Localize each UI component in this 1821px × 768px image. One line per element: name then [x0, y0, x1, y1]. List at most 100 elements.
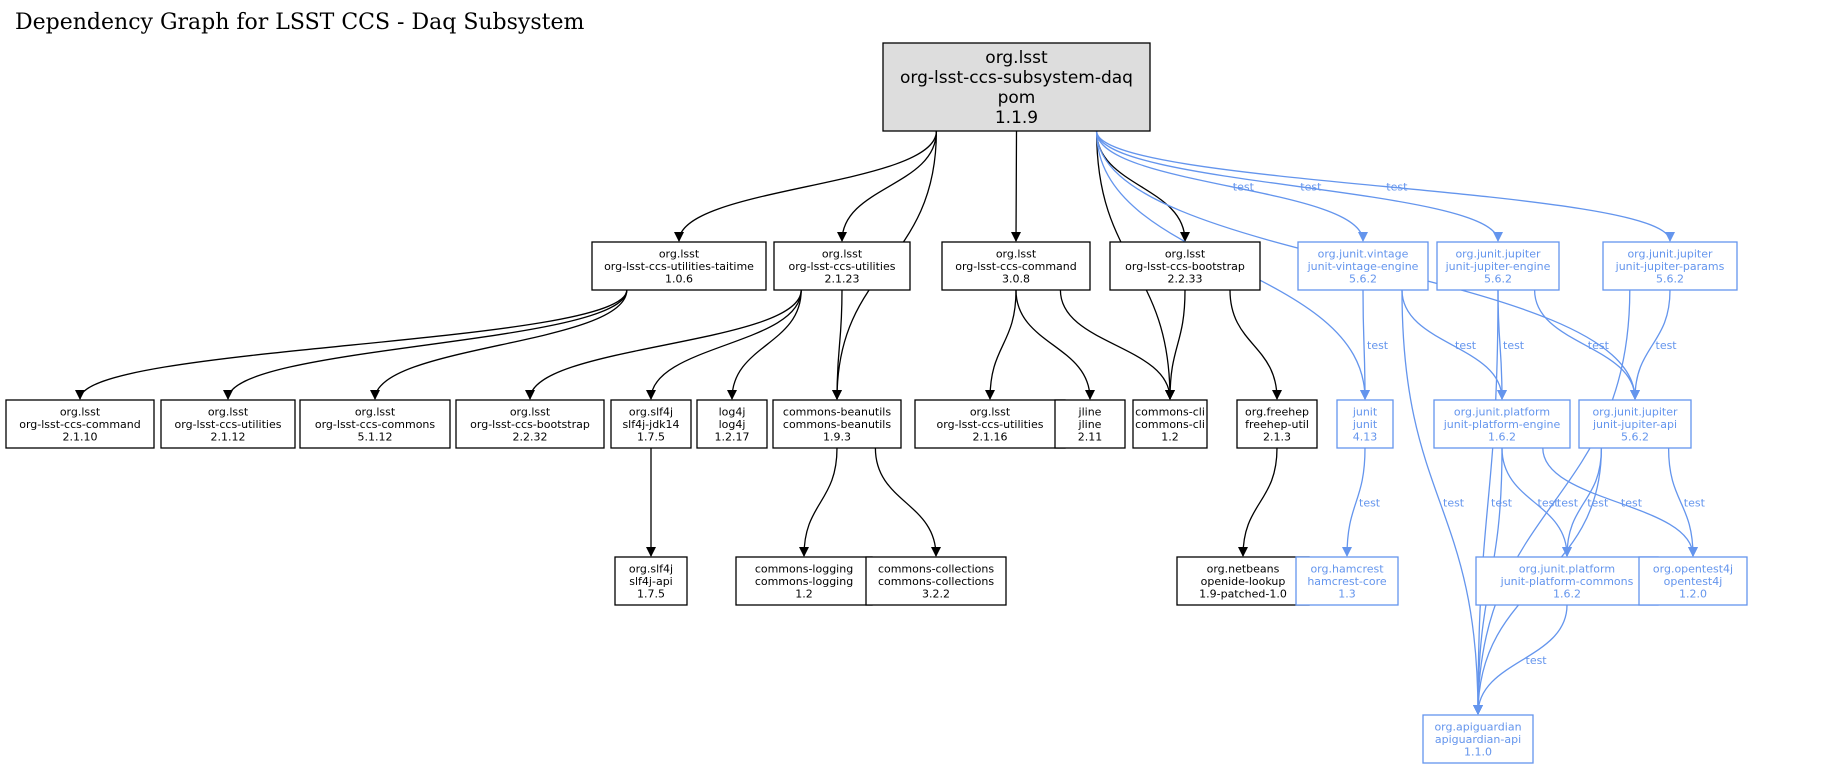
node-label-opentest-1: opentest4j: [1664, 575, 1723, 588]
node-label-jupeng-2: 5.6.2: [1484, 272, 1512, 285]
edge-label-juppar-to-jupapi: test: [1656, 339, 1678, 352]
node-jupeng: org.junit.jupiterjunit-jupiter-engine5.6…: [1436, 241, 1560, 291]
node-label-cmd308-0: org.lsst: [996, 247, 1037, 260]
node-label-commons5112-1: org-lsst-ccs-commons: [315, 418, 436, 431]
node-label-freehep-0: org.freehep: [1245, 405, 1309, 418]
node-label-beanutils-2: 1.9.3: [823, 430, 851, 443]
node-label-taitime-2: 1.0.6: [665, 272, 693, 285]
node-label-platcom-0: org.junit.platform: [1519, 562, 1615, 575]
node-label-collections-2: 3.2.2: [922, 587, 950, 600]
node-box-platcom: [1475, 556, 1659, 606]
node-box-hamcrest: [1295, 556, 1399, 606]
edge-label-jupapi-to-platcom: test: [1587, 497, 1609, 510]
edge-util2123-to-boot2232: [525, 289, 802, 400]
node-label-taitime-0: org.lsst: [659, 247, 700, 260]
node-label-slf4japi-0: org.slf4j: [629, 562, 673, 575]
edge-jupapi-to-opentest: [1667, 447, 1698, 557]
node-label-openide-1: openide-lookup: [1201, 575, 1286, 588]
edge-root-to-juppar: [1095, 130, 1675, 242]
node-box-root: [882, 42, 1151, 132]
node-label-slf4jjdk-2: 1.7.5: [637, 430, 665, 443]
node-label-util2112-0: org.lsst: [208, 405, 249, 418]
node-collections: commons-collectionscommons-collections3.…: [865, 556, 1007, 606]
node-juppar: org.junit.jupiterjunit-jupiter-params5.6…: [1602, 241, 1738, 291]
graph-title: Dependency Graph for LSST CCS - Daq Subs…: [15, 10, 585, 35]
node-label-boot2233-1: org-lsst-ccs-bootstrap: [1125, 260, 1245, 273]
node-platcom: org.junit.platformjunit-platform-commons…: [1475, 556, 1659, 606]
node-label-platcom-1: junit-platform-commons: [1500, 575, 1634, 588]
edge-jupeng-to-apiguard: [1473, 289, 1499, 715]
edge-label-jupeng-to-apiguard: test: [1491, 497, 1513, 510]
node-label-apiguard-0: org.apiguardian: [1434, 720, 1521, 733]
node-box-apiguard: [1422, 714, 1534, 764]
node-label-vintage-2: 5.6.2: [1349, 272, 1377, 285]
edge-label-platcom-to-apiguard: test: [1526, 654, 1548, 667]
node-label-boot2232-2: 2.2.32: [513, 430, 548, 443]
edge-boot2233-to-freehep: [1229, 289, 1282, 400]
node-label-commons5112-0: org.lsst: [355, 405, 396, 418]
node-label-opentest-0: org.opentest4j: [1653, 562, 1733, 575]
node-label-junit-2: 4.13: [1353, 430, 1378, 443]
node-box-boot2232: [455, 399, 605, 449]
node-label-util2116-0: org.lsst: [970, 405, 1011, 418]
node-root: org.lsstorg-lsst-ccs-subsystem-daqpom1.1…: [882, 42, 1151, 132]
edge-label-jupeng-to-jupapi: test: [1588, 339, 1610, 352]
node-label-slf4japi-1: slf4j-api: [629, 575, 672, 588]
edge-label-juppar-to-apiguard: test: [1557, 497, 1579, 510]
node-box-slf4jjdk: [610, 399, 692, 449]
node-label-taitime-1: org-lsst-ccs-utilities-taitime: [604, 260, 754, 273]
node-label-freehep-2: 2.1.3: [1263, 430, 1291, 443]
node-label-juppar-0: org.junit.jupiter: [1627, 247, 1713, 260]
node-label-apiguard-2: 1.1.0: [1464, 745, 1492, 758]
node-box-util2112: [160, 399, 296, 449]
node-label-util2112-2: 2.1.12: [211, 430, 246, 443]
edge-junit-to-hamcrest: [1342, 447, 1366, 557]
node-box-boot2233: [1109, 241, 1261, 291]
node-label-slf4jjdk-0: org.slf4j: [629, 405, 673, 418]
node-label-logging-1: commons-logging: [755, 575, 853, 588]
node-label-hamcrest-2: 1.3: [1338, 587, 1356, 600]
node-box-cmd308: [941, 241, 1091, 291]
node-label-log4j-2: 1.2.17: [715, 430, 750, 443]
node-box-plateng: [1433, 399, 1571, 449]
edge-boot2233-to-cli: [1165, 289, 1186, 400]
node-label-collections-0: commons-collections: [878, 562, 994, 575]
node-label-openide-0: org.netbeans: [1207, 562, 1280, 575]
node-label-junit-0: junit: [1352, 405, 1378, 418]
node-label-jupapi-1: junit-jupiter-api: [1592, 418, 1677, 431]
edge-cmd308-to-util2116: [985, 289, 1017, 400]
edge-plateng-to-platcom: [1501, 447, 1572, 557]
node-label-root-1: org-lsst-ccs-subsystem-daq: [900, 68, 1133, 88]
edge-root-to-util2123: [837, 130, 938, 242]
node-box-taitime: [591, 241, 767, 291]
edge-cmd308-to-cli: [1059, 289, 1175, 400]
edge-juppar-to-apiguard: [1473, 289, 1631, 715]
node-label-beanutils-0: commons-beanutils: [783, 405, 891, 418]
node-label-beanutils-1: commons-beanutils: [783, 418, 891, 431]
node-label-log4j-0: log4j: [719, 405, 746, 418]
edge-vintage-to-junit: [1359, 289, 1370, 400]
node-label-vintage-1: junit-vintage-engine: [1307, 260, 1419, 273]
node-label-cmd308-1: org-lsst-ccs-command: [955, 260, 1077, 273]
node-label-jupeng-0: org.junit.jupiter: [1455, 247, 1541, 260]
node-box-cmd2110: [5, 399, 155, 449]
node-label-logging-0: commons-logging: [755, 562, 853, 575]
node-box-jupapi: [1578, 399, 1692, 449]
node-label-util2123-1: org-lsst-ccs-utilities: [789, 260, 896, 273]
node-box-juppar: [1602, 241, 1738, 291]
node-label-jline-2: 2.11: [1078, 430, 1103, 443]
node-openide: org.netbeansopenide-lookup1.9-patched-1.…: [1176, 556, 1310, 606]
